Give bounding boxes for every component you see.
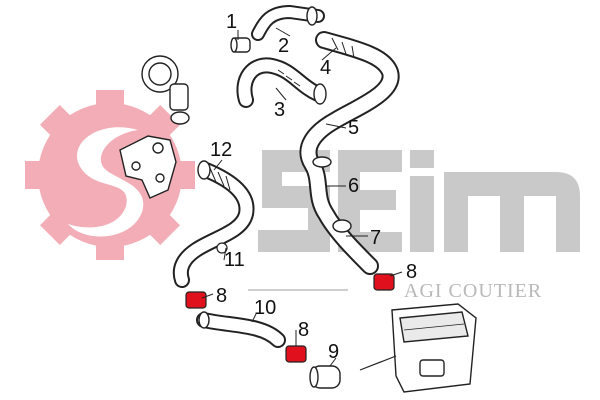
valve-part bbox=[141, 55, 190, 125]
part-9-coupling bbox=[309, 365, 341, 389]
clamp-8-left bbox=[185, 291, 207, 309]
intercooler bbox=[359, 303, 477, 393]
callout-7: 7 bbox=[370, 227, 382, 249]
part-2-hose bbox=[251, 4, 325, 41]
callout-8-left: 8 bbox=[216, 285, 228, 307]
callout-1: 1 bbox=[226, 11, 238, 33]
leader-lines bbox=[201, 27, 403, 367]
left-hose-11-12 bbox=[172, 160, 255, 288]
callout-8-right: 8 bbox=[406, 261, 418, 283]
part-3-hose bbox=[236, 57, 327, 108]
callout-9: 9 bbox=[328, 341, 340, 363]
part-1-coupling bbox=[230, 37, 251, 53]
callout-4: 4 bbox=[320, 57, 332, 79]
main-hose-4-7 bbox=[299, 31, 400, 275]
callout-11: 11 bbox=[224, 249, 245, 271]
clamp-8-right bbox=[373, 273, 395, 291]
callout-6: 6 bbox=[348, 175, 360, 197]
brand-subtitle: AGI COUTIER bbox=[404, 280, 543, 302]
clamp-8-middle bbox=[285, 345, 307, 363]
callout-10: 10 bbox=[254, 297, 277, 319]
callout-12: 12 bbox=[210, 139, 233, 161]
callout-8-middle: 8 bbox=[298, 319, 310, 341]
part-10-hose bbox=[196, 311, 286, 348]
seim-logo bbox=[258, 150, 580, 252]
flange-bracket bbox=[119, 135, 177, 199]
callout-2: 2 bbox=[278, 35, 290, 57]
callout-5: 5 bbox=[348, 117, 360, 139]
callout-3: 3 bbox=[274, 99, 286, 121]
